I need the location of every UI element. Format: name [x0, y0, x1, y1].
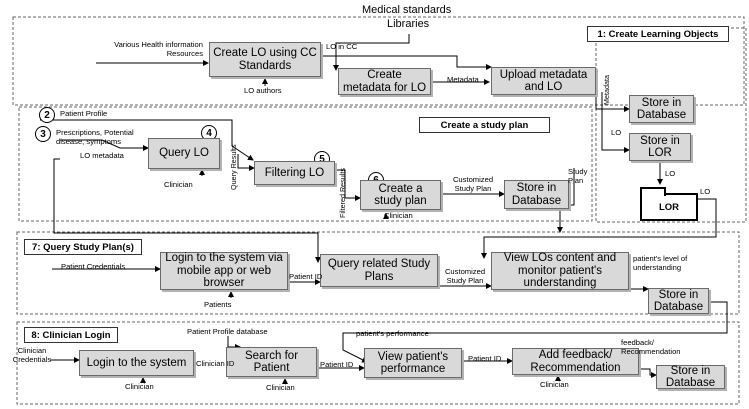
patient-id-label-1: Patient ID	[289, 272, 323, 281]
view-los-content-box: View LOs content and monitor patient's u…	[491, 252, 629, 290]
clinician-label-2: Clinician	[384, 211, 413, 220]
store-lor-box: Store in LOR	[629, 133, 691, 161]
clinician-credentials-label: Clinician Credentials	[12, 346, 52, 364]
patient-credentials-label: Patient Credentials	[61, 262, 126, 271]
section-title-create-study-plan: Create a study plan	[419, 117, 550, 133]
store-database-box-2: Store in Database	[504, 180, 569, 209]
section-7-frame	[16, 231, 740, 315]
add-feedback-box: Add feedback/ Recommendation	[512, 348, 639, 375]
store-database-box-4: Store in Database	[656, 365, 725, 389]
section-1-frame	[12, 16, 745, 106]
filtering-lo-box: Filtering LO	[254, 161, 335, 185]
section-title-create-learning-objects: 1: Create Learning Objects	[587, 26, 729, 42]
patients-performance-label: patient's performance	[356, 329, 429, 338]
clinician-label-5: Clinician	[540, 380, 569, 389]
patient-id-label-3: Patient ID	[468, 354, 502, 363]
lo-label-1: LO	[611, 128, 622, 137]
clinician-label-1: Clinician	[164, 180, 193, 189]
lo-label-3: LO	[700, 187, 711, 196]
create-lo-box: Create LO using CC Standards	[209, 42, 321, 77]
various-health-label: Various Health information Resources	[114, 40, 203, 58]
query-related-study-plans-box: Query related Study Plans	[320, 254, 438, 287]
metadata-label-horizontal: Metadata	[447, 75, 479, 84]
lo-metadata-label: LO metadata	[80, 151, 124, 160]
lo-authors-label: LO authors	[244, 86, 282, 95]
lo-in-cc-label: LO in CC	[326, 42, 358, 51]
upload-metadata-box: Upload metadata and LO	[491, 67, 596, 95]
prescriptions-label: Prescriptions, Potential disease, sympto…	[56, 128, 134, 146]
step-number-2: 2	[39, 107, 55, 123]
store-database-box-3: Store in Database	[648, 288, 709, 314]
lor-folder-icon: LOR	[640, 187, 698, 221]
libraries-label: Libraries	[387, 18, 430, 30]
level-of-understanding-label: patient's level of understanding	[633, 254, 688, 272]
search-patient-box: Search for Patient	[226, 347, 317, 377]
medical-standards-label: Medical standards	[362, 4, 452, 16]
customized-study-plan-label-2: Customized Study Plan	[444, 267, 486, 285]
query-lo-box: Query LO	[148, 138, 220, 169]
patient-profile-database-label: Patient Profile database	[187, 327, 268, 336]
login-mobile-box: Login to the system via mobile app or we…	[160, 252, 288, 290]
patient-profile-label: Patient Profile	[60, 109, 108, 118]
metadata-label-vertical: Metadata	[602, 75, 611, 105]
section-2-frame	[18, 106, 593, 222]
clinician-label-3: Clinician	[125, 382, 154, 391]
section-8-frame	[16, 321, 740, 405]
store-database-box-1: Store in Database	[629, 95, 694, 123]
section-title-query-study-plans: 7: Query Study Plan(s)	[24, 239, 142, 255]
create-metadata-box: Create metadata for LO	[338, 68, 431, 95]
patient-id-label-2: Patient ID	[320, 360, 354, 369]
patients-label: Patients	[204, 300, 232, 309]
clinician-id-label: Clinician ID	[196, 359, 235, 368]
section-title-clinician-login: 8: Clinician Login	[24, 327, 118, 343]
section-frames	[12, 16, 747, 405]
query-results-label: Query Results	[229, 144, 238, 190]
customized-study-plan-label-1: Customized Study Plan	[452, 175, 494, 193]
view-patient-performance-box: View patient's performance	[364, 348, 462, 378]
filtered-results-label: Filtered Results	[338, 168, 347, 218]
clinician-label-4: Clinician	[266, 383, 295, 392]
create-study-plan-box: Create a study plan	[360, 180, 441, 210]
study-plan-label: Study Plan	[568, 167, 588, 185]
lo-label-2: LO	[665, 169, 676, 178]
feedback-recommendation-label: feedback/ Recommendation	[621, 338, 681, 356]
login-system-box: Login to the system	[79, 350, 194, 376]
step-number-3: 3	[35, 126, 51, 142]
